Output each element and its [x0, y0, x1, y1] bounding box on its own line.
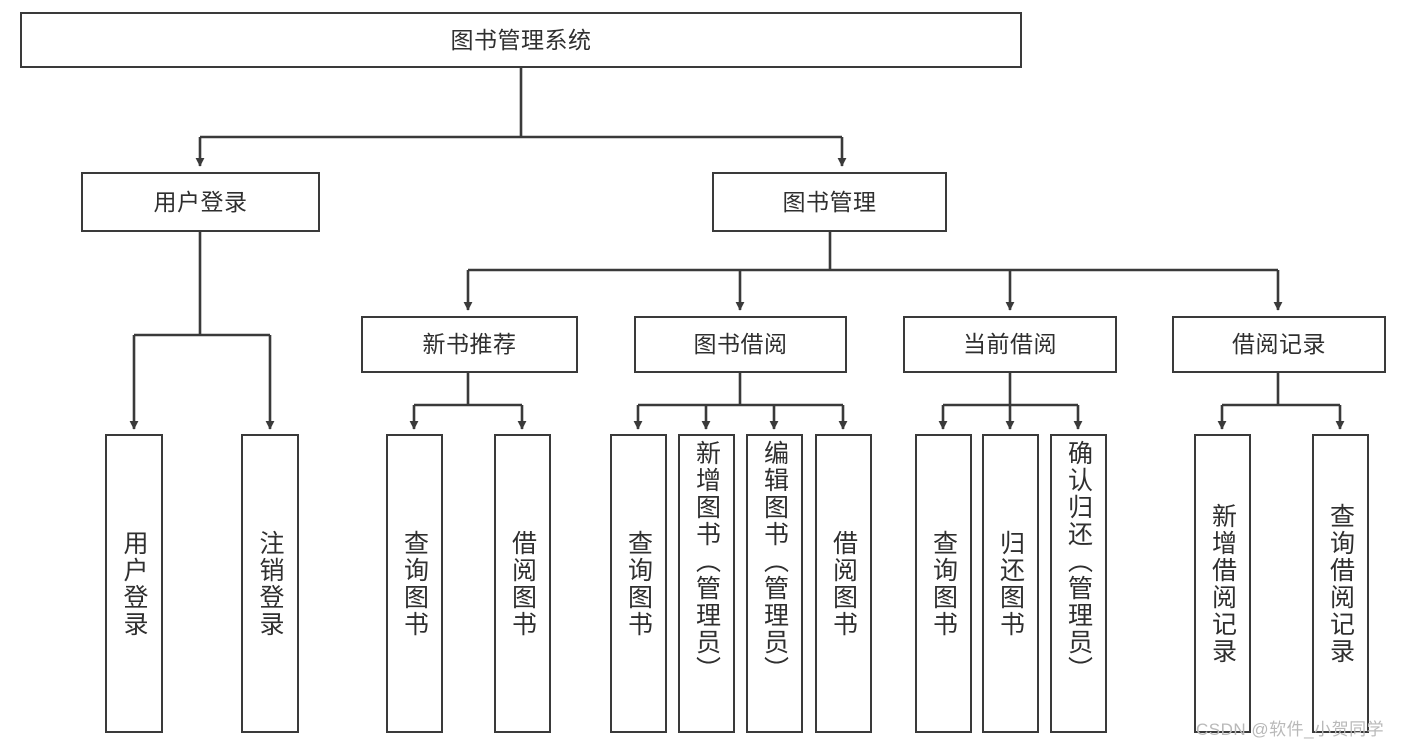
node-current-borrow[interactable]: 当前借阅	[903, 316, 1117, 373]
node-label: 查询图书	[929, 529, 958, 638]
leaf-new-book-query-books[interactable]: 查询图书	[386, 434, 443, 733]
leaf-book-borrow-query-books[interactable]: 查询图书	[610, 434, 667, 733]
leaf-book-borrow-edit-book-admin[interactable]: 编辑图书（管理员）	[746, 434, 803, 733]
node-book-management[interactable]: 图书管理	[712, 172, 947, 232]
node-label: 借阅图书	[508, 529, 537, 638]
leaf-borrow-record-add-record[interactable]: 新增借阅记录	[1194, 434, 1251, 733]
leaf-user-login-login[interactable]: 用户登录	[105, 434, 163, 733]
node-label: 注销登录	[256, 529, 284, 638]
node-label: 借阅图书	[829, 529, 858, 638]
node-borrow-record[interactable]: 借阅记录	[1172, 316, 1386, 373]
node-label: 查询图书	[624, 529, 653, 638]
node-label: 新增借阅记录	[1208, 502, 1237, 665]
node-label: 用户登录	[120, 529, 148, 638]
node-label: 借阅记录	[1232, 331, 1326, 358]
node-label: 归还图书	[996, 529, 1025, 638]
leaf-user-login-logout[interactable]: 注销登录	[241, 434, 299, 733]
leaf-new-book-borrow-books[interactable]: 借阅图书	[494, 434, 551, 733]
csdn-watermark: CSDN @软件_小贺同学	[1196, 720, 1385, 739]
node-label: 新增图书（管理员）	[692, 440, 721, 683]
node-label: 新书推荐	[422, 331, 517, 358]
leaf-current-borrow-return-books[interactable]: 归还图书	[982, 434, 1039, 733]
node-label: 图书管理	[782, 188, 877, 215]
node-label: 用户登录	[153, 188, 248, 215]
node-label: 查询借阅记录	[1326, 502, 1355, 665]
node-label: 编辑图书（管理员）	[760, 440, 789, 683]
node-book-borrow[interactable]: 图书借阅	[634, 316, 847, 373]
leaf-current-borrow-confirm-return-admin[interactable]: 确认归还（管理员）	[1050, 434, 1107, 733]
node-new-book-recommend[interactable]: 新书推荐	[361, 316, 578, 373]
node-label: 确认归还（管理员）	[1064, 440, 1093, 683]
node-label: 图书借阅	[693, 331, 788, 358]
node-root-book-management-system[interactable]: 图书管理系统	[20, 12, 1022, 68]
leaf-borrow-record-query-record[interactable]: 查询借阅记录	[1312, 434, 1369, 733]
node-user-login[interactable]: 用户登录	[81, 172, 320, 232]
leaf-book-borrow-borrow-books[interactable]: 借阅图书	[815, 434, 872, 733]
node-label: 图书管理系统	[450, 26, 592, 53]
leaf-current-borrow-query-books[interactable]: 查询图书	[915, 434, 972, 733]
node-label: 当前借阅	[963, 331, 1057, 358]
leaf-book-borrow-add-book-admin[interactable]: 新增图书（管理员）	[678, 434, 735, 733]
node-label: 查询图书	[400, 529, 429, 638]
